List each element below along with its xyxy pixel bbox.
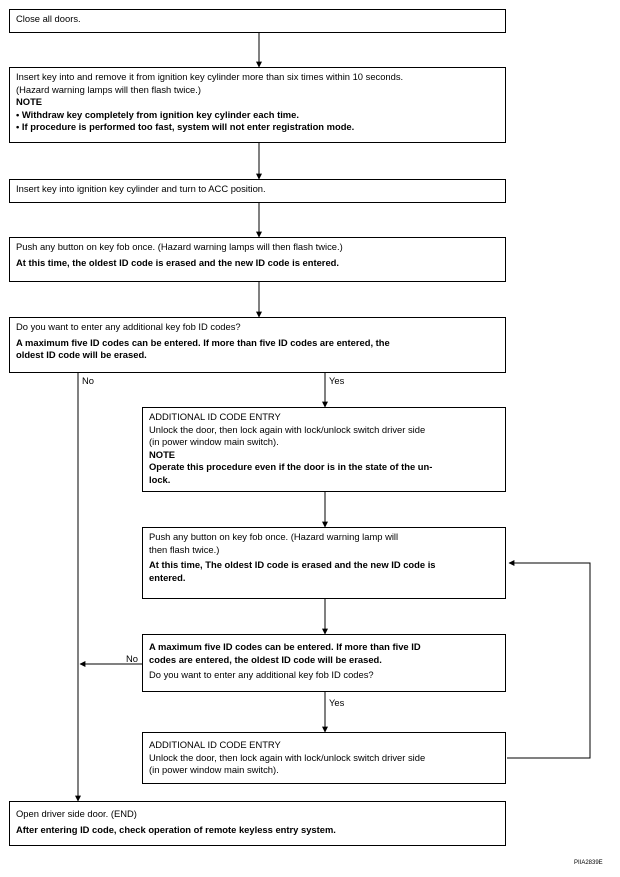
step-2-bullet-1: • Withdraw key completely from ignition … <box>16 108 299 120</box>
step-10-bold: After entering ID code, check operation … <box>16 823 336 835</box>
figure-code: PIIA2839E <box>574 860 603 866</box>
decision-2-bold-1: A maximum five ID codes can be entered. … <box>149 641 421 652</box>
step-4-bold: At this time, the oldest ID code is eras… <box>16 256 339 268</box>
step-key-insert-remove: Insert key into and remove it from ignit… <box>9 67 506 143</box>
step-2-note: NOTE <box>16 96 43 107</box>
step-4-text: Push any button on key fob once. (Hazard… <box>16 241 343 252</box>
step-6-bold-2: lock. <box>149 473 171 485</box>
label-no-2: No <box>126 653 138 664</box>
step-3-text: Insert key into ignition key cylinder an… <box>16 183 266 194</box>
label-no-1: No <box>82 375 94 386</box>
step-6-bold-1: Operate this procedure even if the door … <box>149 461 433 472</box>
step-2-line-2: (Hazard warning lamps will then flash tw… <box>16 83 201 95</box>
step-7-bold-2: entered. <box>149 571 186 583</box>
step-9-line-2: (in power window main switch). <box>149 764 279 775</box>
step-close-doors: Close all doors. <box>9 9 506 33</box>
step-6-title: ADDITIONAL ID CODE ENTRY <box>149 411 281 422</box>
decision-more-codes: A maximum five ID codes can be entered. … <box>142 634 506 692</box>
label-yes-2: Yes <box>329 697 345 708</box>
label-yes-1: Yes <box>329 375 345 386</box>
step-push-button-again: Push any button on key fob once. (Hazard… <box>142 527 506 599</box>
step-7-line-1: Push any button on key fob once. (Hazard… <box>149 531 399 542</box>
step-6-note: NOTE <box>149 448 176 460</box>
step-9-title: ADDITIONAL ID CODE ENTRY <box>149 739 281 750</box>
decision-1-question: Do you want to enter any additional key … <box>16 321 241 332</box>
step-additional-entry-2: ADDITIONAL ID CODE ENTRY Unlock the door… <box>142 732 506 784</box>
step-additional-entry-1: ADDITIONAL ID CODE ENTRY Unlock the door… <box>142 407 506 492</box>
step-6-line-1: Unlock the door, then lock again with lo… <box>149 423 426 435</box>
decision-additional-codes: Do you want to enter any additional key … <box>9 317 506 373</box>
decision-1-bold-2: oldest ID code will be erased. <box>16 349 147 360</box>
connector-9-loop <box>507 560 591 759</box>
step-close-doors-text: Close all doors. <box>16 13 81 24</box>
decision-2-question: Do you want to enter any additional key … <box>149 669 374 680</box>
step-2-line-1: Insert key into and remove it from ignit… <box>16 71 404 82</box>
step-10-text: Open driver side door. (END) <box>16 808 137 819</box>
decision-1-bold-1: A maximum five ID codes can be entered. … <box>16 336 390 348</box>
step-7-line-2: then flash twice.) <box>149 543 220 555</box>
step-6-line-2: (in power window main switch). <box>149 436 279 447</box>
step-push-button: Push any button on key fob once. (Hazard… <box>9 237 506 282</box>
decision-2-bold-2: codes are entered, the oldest ID code wi… <box>149 653 382 665</box>
step-9-line-1: Unlock the door, then lock again with lo… <box>149 751 426 763</box>
step-acc-position: Insert key into ignition key cylinder an… <box>9 179 506 203</box>
step-2-bullet-2: • If procedure is performed too fast, sy… <box>16 121 355 132</box>
step-7-bold-1: At this time, The oldest ID code is eras… <box>149 559 436 570</box>
step-open-door-end: Open driver side door. (END) After enter… <box>9 801 506 846</box>
